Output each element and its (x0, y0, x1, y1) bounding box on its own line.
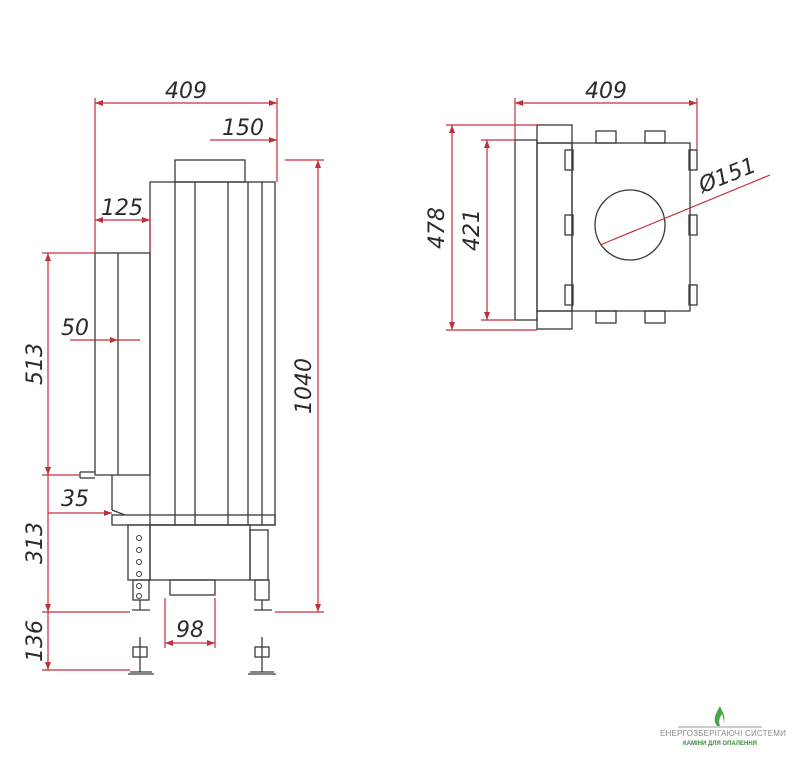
leveling-feet (128, 637, 276, 675)
top-flue-collar (174, 159, 246, 183)
dim-plan-width: 409 (585, 79, 627, 104)
dim-top-flue-width: 150 (222, 116, 264, 141)
plan-bottom-lug (536, 310, 573, 330)
logo-text-bottom: КАМІНИ ДЛЯ ОПАЛЕННЯ (682, 741, 757, 747)
plan-front-block (536, 142, 573, 312)
dim-door-depth: 50 (61, 316, 89, 341)
arrow-ticks (45, 100, 321, 670)
dim-leg-height: 136 (23, 620, 48, 662)
plan-flue-circle (594, 189, 666, 261)
plan-top-lug (536, 124, 573, 144)
dim-total-height: 1040 (292, 358, 317, 414)
flame-leaf-icon (678, 706, 762, 728)
main-body (149, 181, 276, 526)
dim-left-offset: 125 (101, 196, 143, 221)
base-plate (111, 514, 276, 526)
side-view (79, 159, 276, 611)
plan-dimension-lines (446, 98, 771, 331)
plan-view (514, 124, 698, 330)
plan-door (514, 139, 538, 321)
dim-plan-depth-inner: 421 (460, 209, 485, 251)
ash-box (149, 524, 251, 581)
plan-body (571, 142, 691, 312)
right-leg-frame (249, 529, 269, 581)
dim-plan-depth-outer: 478 (425, 207, 450, 249)
dim-front-width: 409 (165, 79, 207, 104)
side-dimension-lines (42, 98, 324, 671)
door-panel (94, 252, 151, 476)
plan-arrow-ticks (449, 100, 697, 330)
leg-holes (136, 535, 142, 599)
dim-base-height: 313 (23, 522, 48, 564)
dim-bottom-outlet: 98 (176, 618, 204, 643)
company-logo: ЕНЕРГОЗБЕРІГАЮЧІ СИСТЕМИ КАМІНИ ДЛЯ ОПАЛ… (660, 700, 787, 750)
dim-door-height: 513 (23, 343, 48, 385)
dim-door-gap: 35 (61, 487, 89, 512)
logo-text-top: ЕНЕРГОЗБЕРІГАЮЧІ СИСТЕМИ (660, 729, 787, 738)
bottom-outlet (169, 579, 216, 596)
